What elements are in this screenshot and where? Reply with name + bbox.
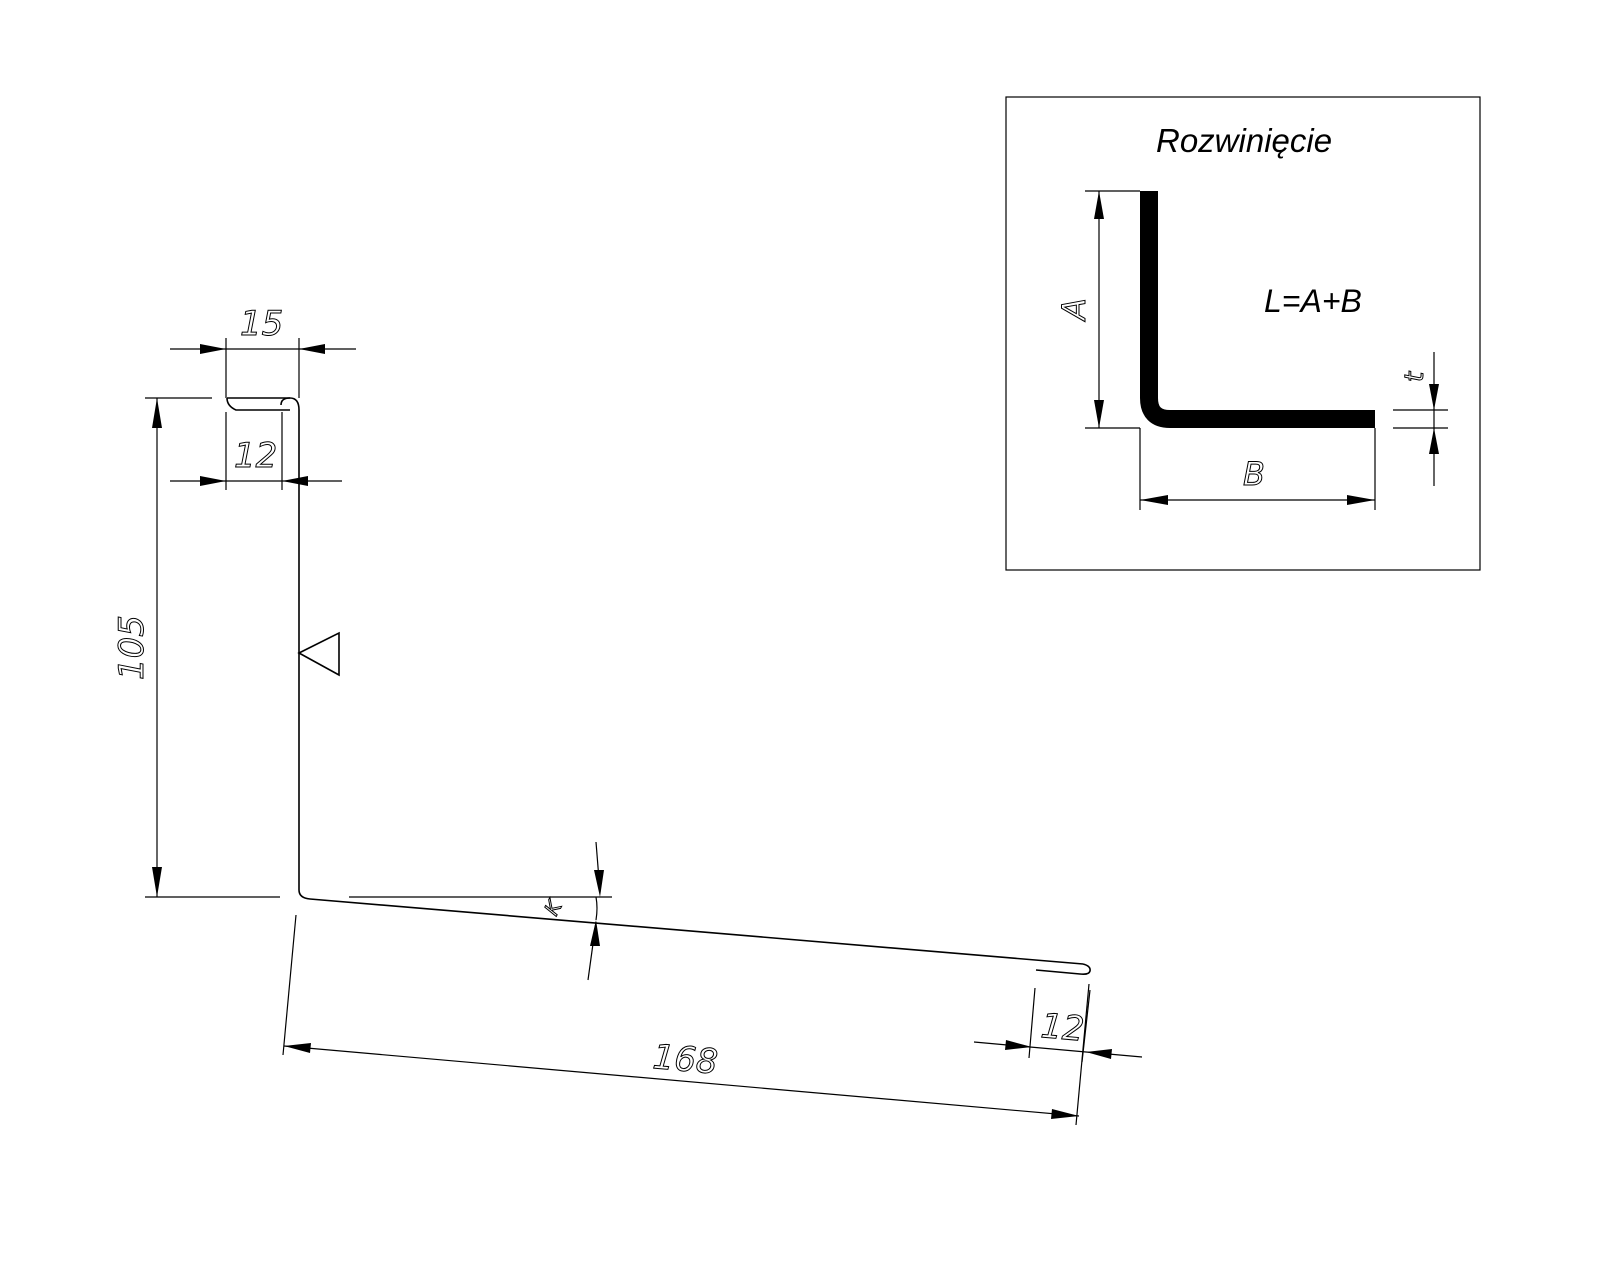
dim-label-168: 168 bbox=[651, 1037, 719, 1083]
inset-label-t: t bbox=[1400, 371, 1430, 382]
dimension-angle: K bbox=[349, 841, 612, 981]
inset-label-a: A bbox=[1055, 298, 1093, 322]
surface-marker-triangle bbox=[297, 631, 340, 677]
dimension-bottom-hem: 12 bbox=[973, 987, 1143, 1063]
dimension-height: 105 bbox=[112, 397, 280, 898]
dim-label-12-top: 12 bbox=[234, 436, 277, 476]
dim-label-12-bottom: 12 bbox=[1039, 1006, 1086, 1050]
dimension-top-width: 15 bbox=[170, 304, 356, 398]
main-profile bbox=[226, 397, 1091, 975]
dim-label-15: 15 bbox=[240, 304, 283, 344]
inset-panel: Rozwinięcie A B t L=A+B bbox=[1005, 96, 1481, 571]
dimension-top-hem: 12 bbox=[170, 412, 342, 490]
dim-label-angle: K bbox=[539, 895, 567, 920]
inset-title: Rozwinięcie bbox=[1156, 122, 1332, 159]
inset-l-profile bbox=[1140, 191, 1375, 428]
inset-label-b: B bbox=[1243, 455, 1265, 493]
dim-label-105: 105 bbox=[112, 615, 152, 680]
dimension-length: 168 bbox=[282, 914, 1090, 1126]
inset-formula: L=A+B bbox=[1264, 283, 1362, 319]
